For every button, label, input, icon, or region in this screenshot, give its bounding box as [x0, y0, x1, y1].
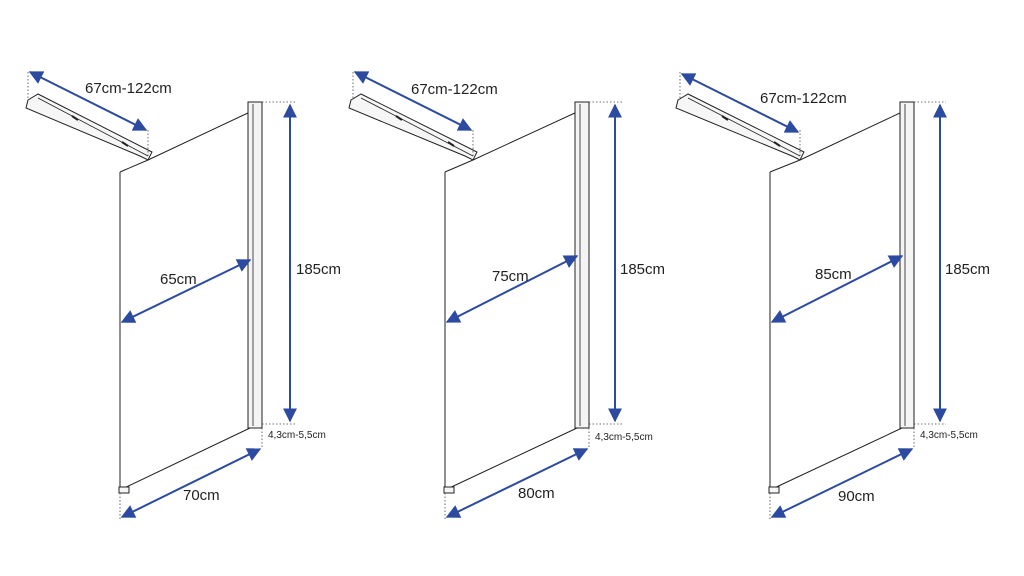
panel-width-label: 75cm: [492, 268, 529, 285]
bar-length-arrow: [28, 71, 148, 131]
wall-profile: [899, 101, 915, 429]
panel-width-label: 65cm: [160, 271, 197, 288]
bar-length-label: 67cm-122cm: [85, 80, 172, 97]
glass-pane: [444, 111, 578, 491]
bar-length-arrow: [353, 71, 473, 131]
floor-width-label: 70cm: [183, 487, 220, 504]
floor-width-arrow: [445, 448, 589, 518]
floor-width-arrow: [120, 448, 262, 518]
bar-length-label: 67cm-122cm: [760, 90, 847, 107]
height-label: 185cm: [945, 261, 990, 278]
stabilizer-bar: [25, 93, 153, 161]
panel-width-arrow: [120, 259, 252, 323]
bar-length-arrow: [680, 73, 800, 133]
stabilizer-bar: [348, 93, 478, 161]
floor-foot: [118, 486, 130, 494]
panel-1: 67cm-122cm 65cm 185cm 4,3cm-5,5cm 70cm: [25, 71, 341, 520]
glass-pane: [119, 111, 251, 491]
profile-depth-label: 4,3cm-5,5cm: [268, 430, 326, 441]
floor-foot: [768, 486, 780, 494]
floor-width-arrow: [770, 448, 914, 518]
floor-width-label: 90cm: [838, 488, 875, 505]
panel-3: 67cm-122cm 85cm 185cm 4,3cm-5,5cm 90cm: [675, 72, 990, 520]
glass-pane: [769, 111, 903, 491]
panel-width-arrow: [445, 255, 579, 323]
wall-profile: [247, 101, 263, 429]
profile-depth-label: 4,3cm-5,5cm: [920, 430, 978, 441]
height-label: 185cm: [296, 261, 341, 278]
floor-foot: [443, 486, 455, 494]
panel-width-arrow: [770, 255, 904, 323]
wall-profile: [574, 101, 590, 429]
profile-depth-label: 4,3cm-5,5cm: [595, 432, 653, 443]
panel-width-label: 85cm: [815, 266, 852, 283]
floor-width-label: 80cm: [518, 485, 555, 502]
bar-length-label: 67cm-122cm: [411, 81, 498, 98]
panel-2: 67cm-122cm 75cm 185cm 4,3cm-5,5cm 80cm: [348, 71, 665, 520]
height-label: 185cm: [620, 261, 665, 278]
